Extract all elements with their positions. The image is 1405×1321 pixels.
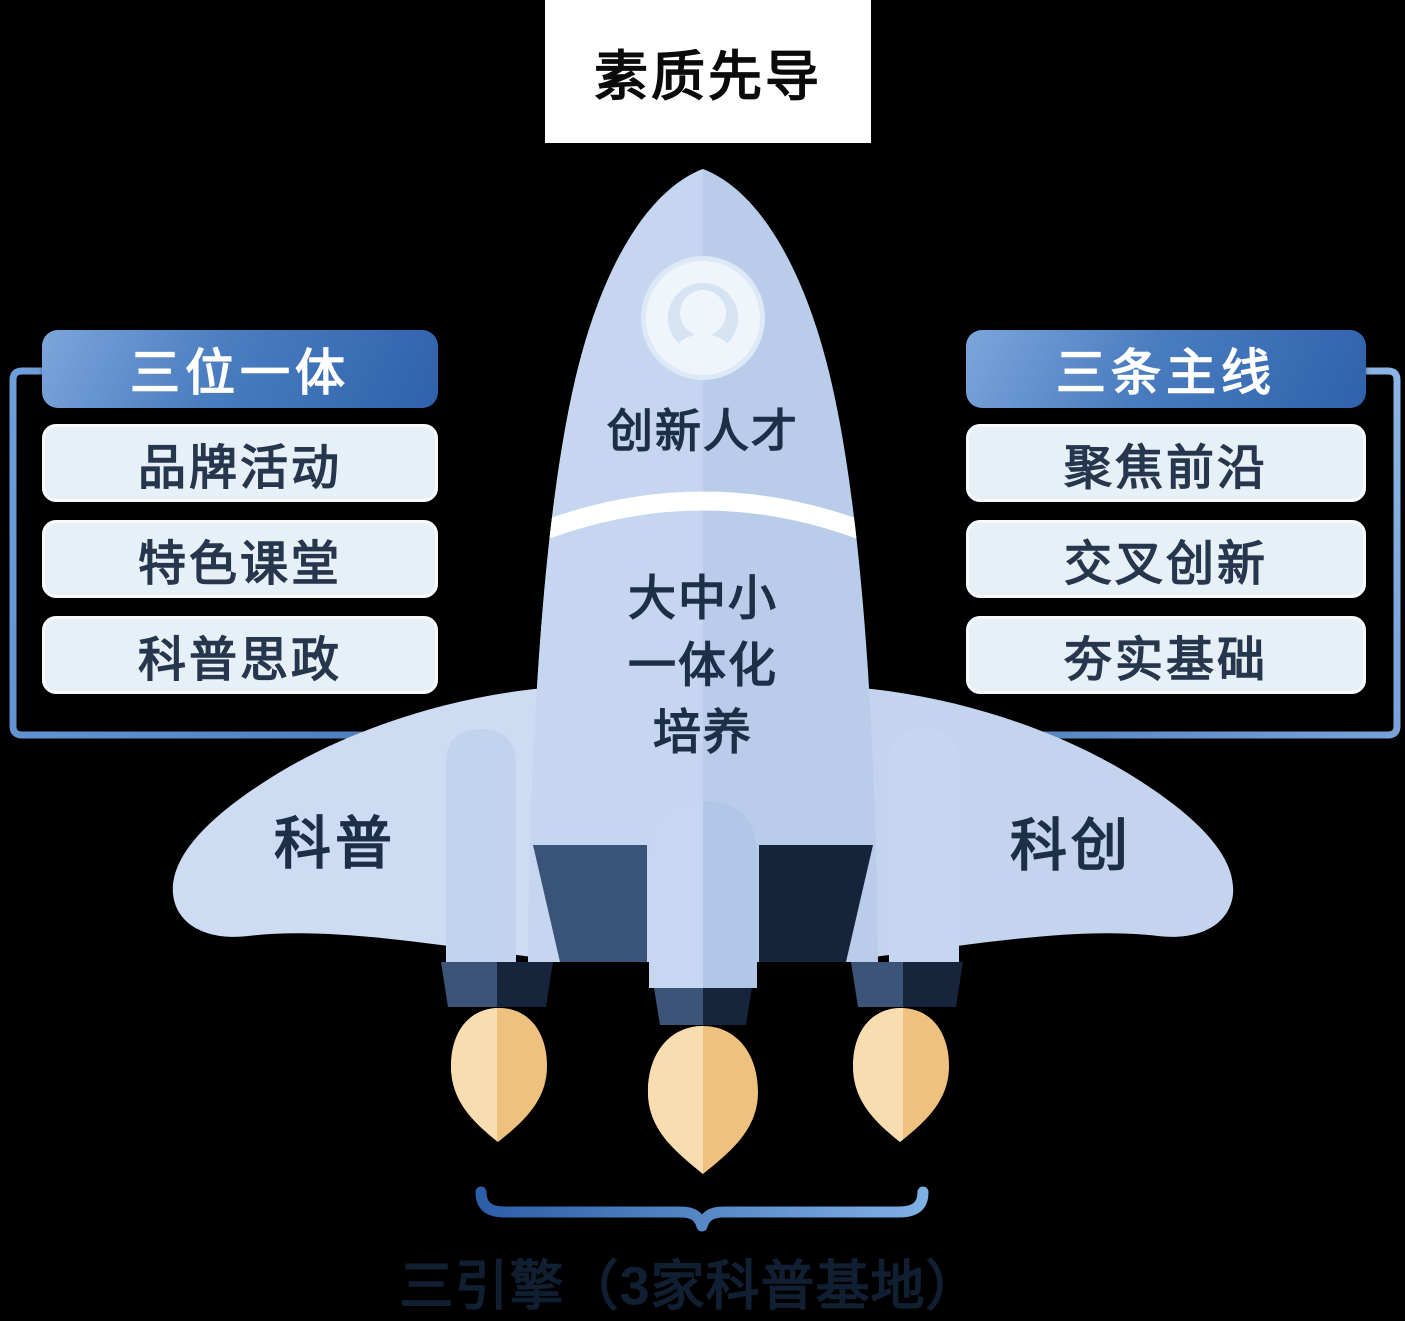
list-item-label: 品牌活动 bbox=[137, 442, 342, 495]
engines-caption: 三引擎（3家科普基地） bbox=[399, 1256, 981, 1317]
right-panel-header: 三条主线 bbox=[966, 330, 1366, 408]
rocket-body-line: 培养 bbox=[652, 706, 754, 760]
list-item: 品牌活动 bbox=[42, 424, 438, 502]
right-engine-bay bbox=[759, 845, 873, 962]
right-panel-bracket bbox=[760, 367, 1401, 739]
rocket-body-line: 一体化 bbox=[627, 639, 779, 693]
left-panel-header-label: 三位一体 bbox=[130, 345, 350, 401]
rocket-body bbox=[528, 169, 878, 962]
top-banner-title: 素质先导 bbox=[594, 47, 822, 107]
engines-brace bbox=[475, 1186, 929, 1232]
list-item: 夯实基础 bbox=[966, 616, 1366, 694]
rocket-nose-label: 创新人才 bbox=[607, 405, 799, 457]
left-engine-bay bbox=[533, 845, 647, 962]
right-engine-nozzle bbox=[851, 962, 963, 1007]
center-flame bbox=[648, 1026, 758, 1174]
list-item-label: 聚焦前沿 bbox=[1063, 442, 1268, 495]
rocket-body-label: 大中小 一体化 培养 bbox=[628, 566, 778, 767]
list-item: 特色课堂 bbox=[42, 520, 438, 598]
top-banner: 素质先导 bbox=[545, 0, 871, 143]
left-flame bbox=[451, 1008, 547, 1142]
rocket-right-fin bbox=[889, 729, 959, 962]
list-item-label: 科普思政 bbox=[137, 634, 342, 687]
left-panel: 三位一体 品牌活动 特色课堂 科普思政 bbox=[42, 330, 438, 694]
rocket-left-fin bbox=[446, 729, 516, 962]
right-wing-label: 科创 bbox=[1010, 814, 1132, 878]
list-item: 交叉创新 bbox=[966, 520, 1366, 598]
list-item-label: 夯实基础 bbox=[1063, 634, 1268, 687]
right-flame bbox=[853, 1008, 949, 1142]
left-engine-nozzle bbox=[441, 962, 553, 1007]
rocket-body-line: 大中小 bbox=[627, 572, 779, 626]
list-item: 科普思政 bbox=[42, 616, 438, 694]
right-panel-header-label: 三条主线 bbox=[1056, 345, 1276, 401]
user-avatar-icon bbox=[641, 256, 765, 380]
list-item: 聚焦前沿 bbox=[966, 424, 1366, 502]
left-wing-label: 科普 bbox=[274, 812, 396, 876]
left-panel-header: 三位一体 bbox=[42, 330, 438, 408]
right-panel: 三条主线 聚焦前沿 交叉创新 夯实基础 bbox=[966, 330, 1366, 694]
list-item-label: 特色课堂 bbox=[137, 538, 342, 591]
center-engine-nozzle bbox=[649, 801, 757, 1025]
left-panel-bracket bbox=[9, 367, 650, 739]
list-item-label: 交叉创新 bbox=[1063, 538, 1268, 591]
